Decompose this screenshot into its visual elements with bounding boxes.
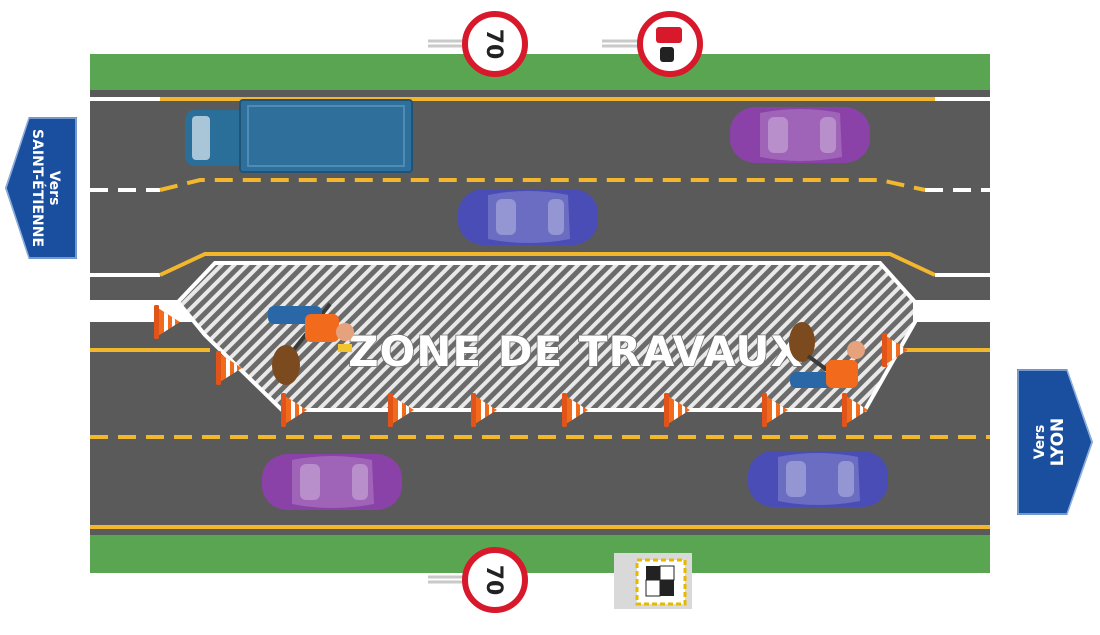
direction-prefix-right: Vers	[1032, 425, 1048, 460]
verge-bottom	[90, 533, 990, 573]
speed-limit-value-top: 70	[481, 29, 506, 60]
car-icon	[458, 189, 598, 245]
verge-top	[90, 54, 990, 92]
speed-limit-sign-bottom: 70	[428, 547, 528, 613]
truck-icon	[185, 99, 413, 173]
direction-sign-saint-etienne: Vers SAINT-ÉTIENNE	[2, 115, 79, 261]
car-icon	[748, 451, 888, 507]
road-worker-icon	[268, 302, 354, 385]
speed-camera-icon	[614, 553, 692, 609]
road-worker-icon	[789, 322, 865, 388]
speed-limit-value-bottom: 70	[481, 565, 506, 596]
no-overtaking-trucks-sign-icon	[602, 11, 703, 77]
speed-limit-sign-top: 70	[428, 11, 528, 77]
car-icon	[730, 107, 870, 163]
direction-city-right: LYON	[1048, 418, 1068, 467]
work-zone-label: ZONE DE TRAVAUX	[348, 327, 804, 376]
work-zone-hatched-area	[175, 261, 917, 412]
car-icon	[262, 454, 402, 510]
direction-city-left: SAINT-ÉTIENNE	[29, 129, 46, 247]
direction-sign-lyon: Vers LYON	[1015, 367, 1096, 517]
direction-prefix-left: Vers	[46, 171, 62, 206]
